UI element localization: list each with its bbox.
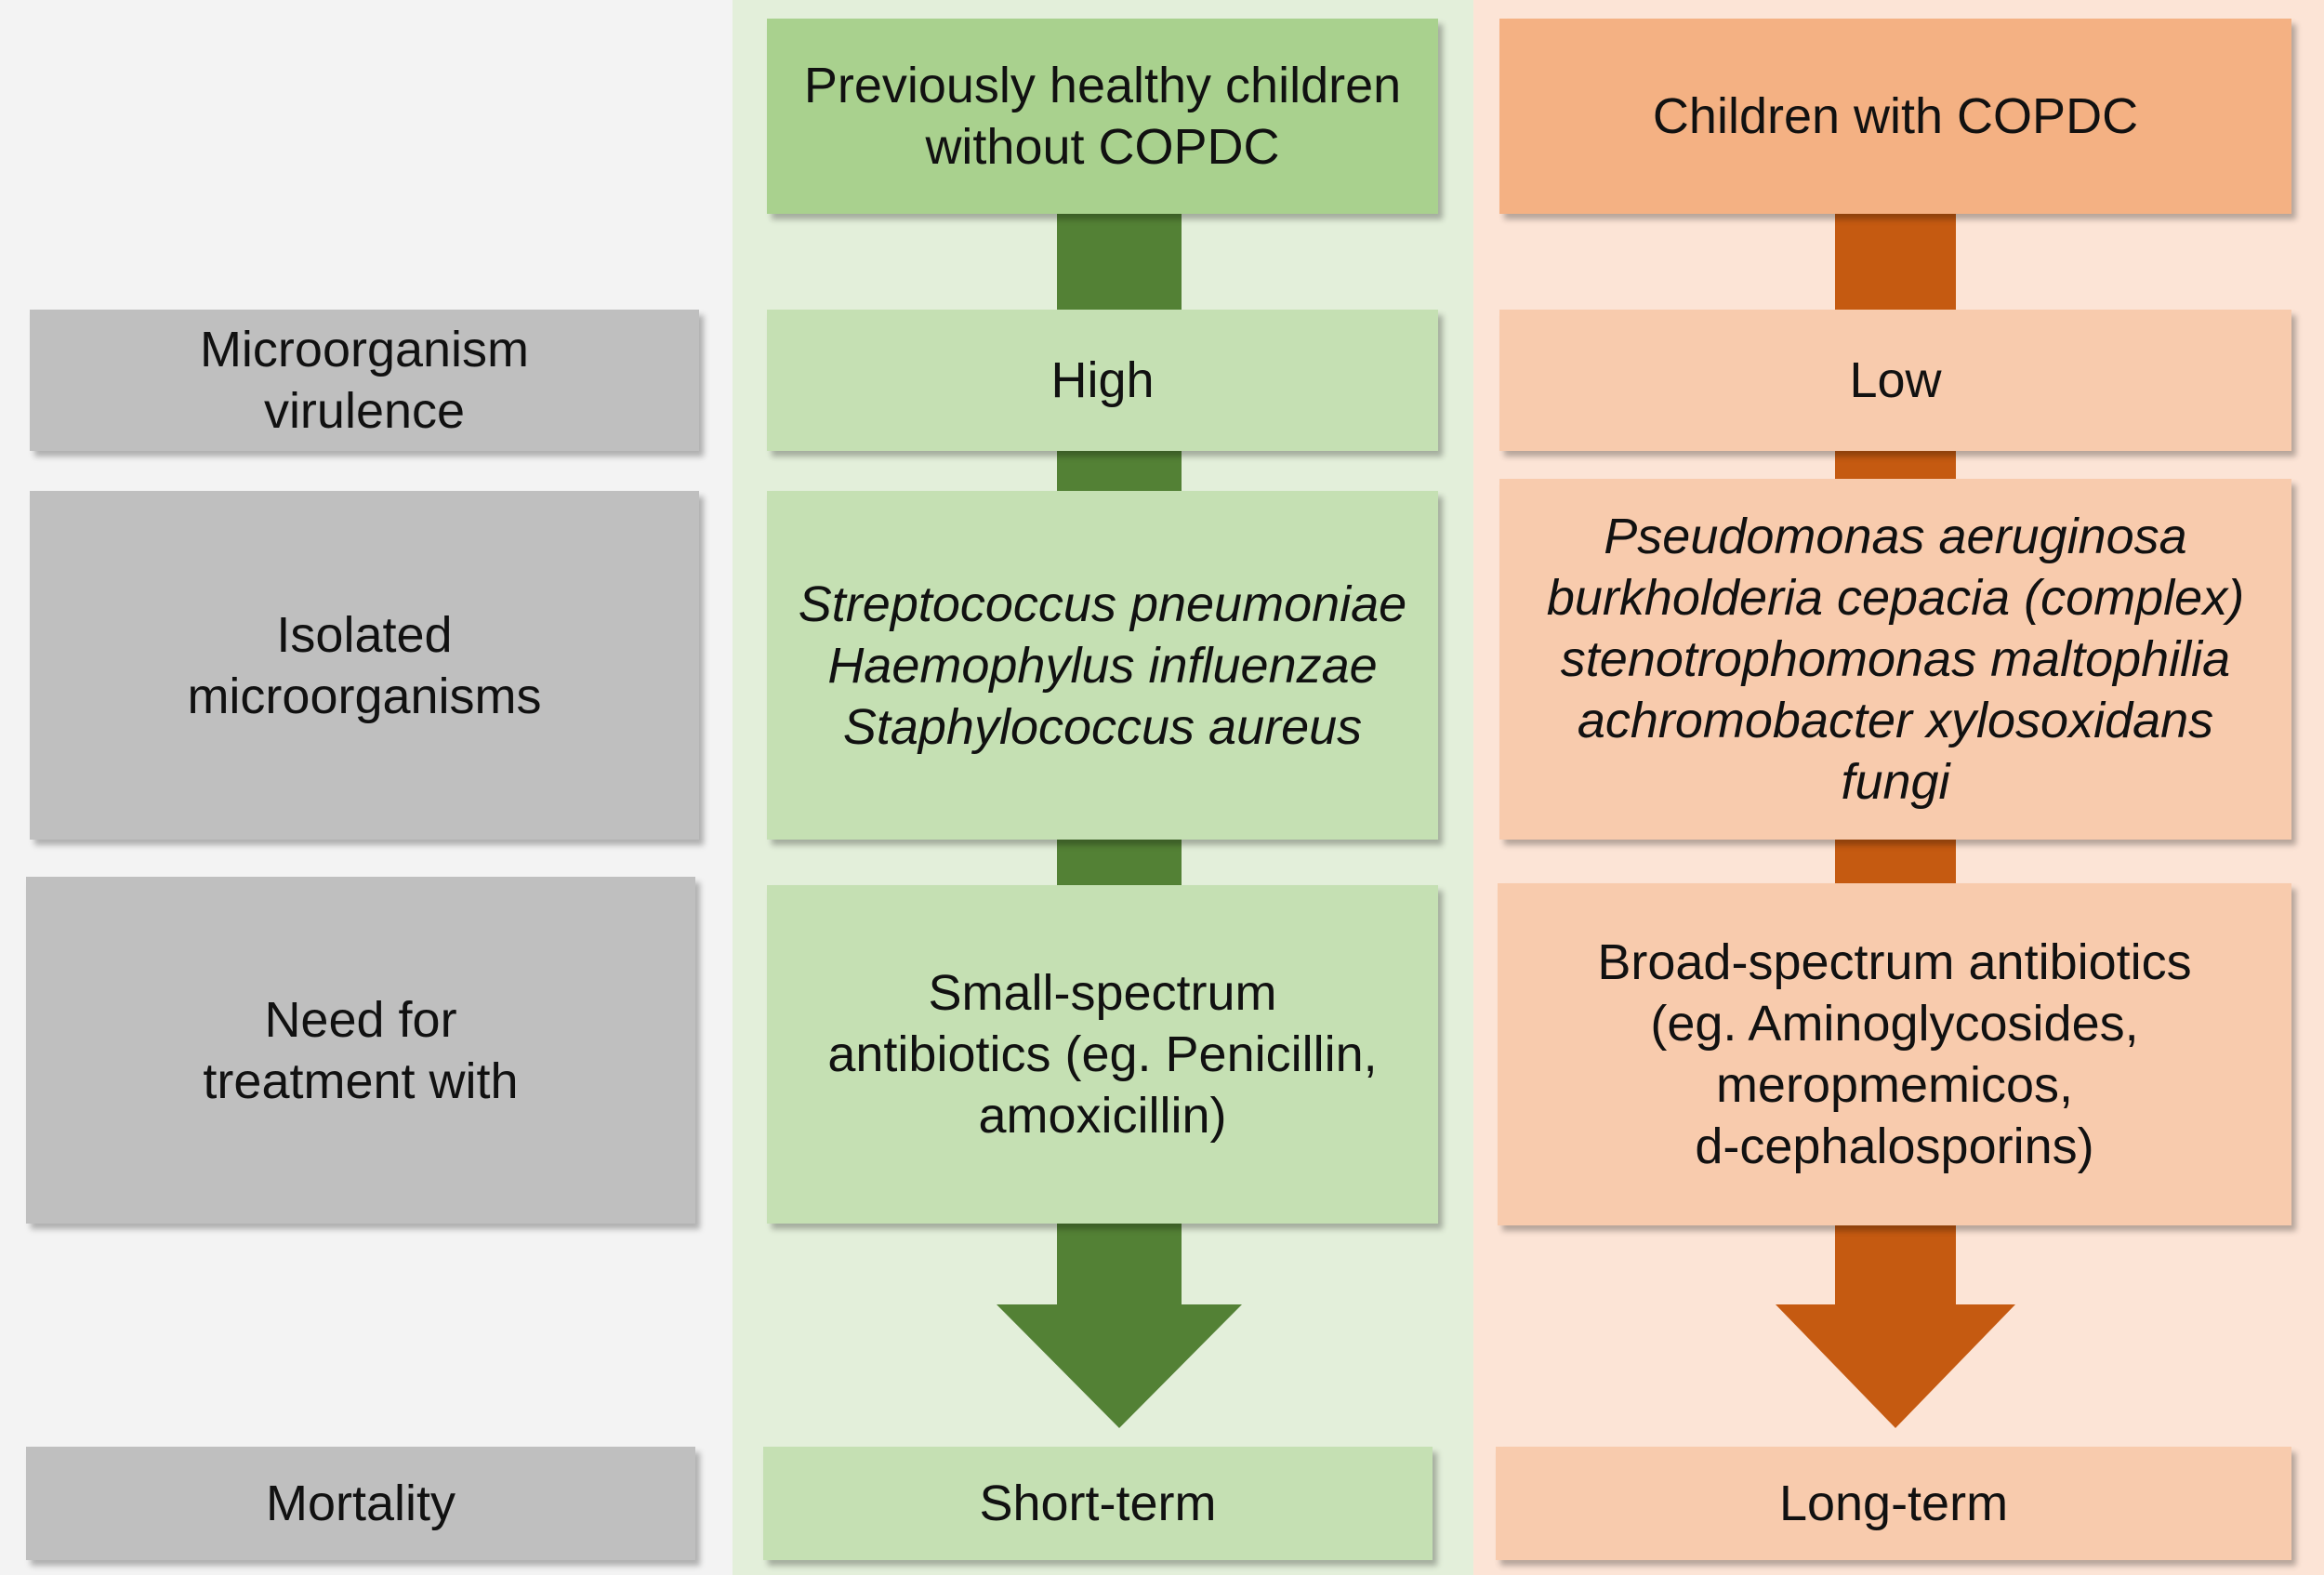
row-label-treatment-line: Need for: [264, 991, 457, 1048]
row-label-isolated-microorganisms-line: microorganisms: [187, 668, 542, 724]
copdc-virulence-cell-line: Low: [1849, 352, 1942, 408]
copdc-mortality-cell: Long-term: [1496, 1447, 2291, 1560]
row-label-virulence-line: Microorganism: [199, 322, 530, 377]
row-label-isolated-microorganisms-line: Isolated: [276, 606, 453, 663]
copdc-mortality-cell-line: Long-term: [1778, 1476, 2009, 1531]
row-label-virulence: Microorganism virulence: [30, 310, 699, 451]
healthy-isolated-cell-line: Haemophylus influenzae: [827, 637, 1378, 694]
copdc-connector-1: [1835, 209, 1956, 311]
copdc-down-arrow: [1776, 1218, 2015, 1428]
healthy-mortality-cell-line: Short-term: [979, 1476, 1217, 1531]
healthy-column-header-line: without COPDC: [925, 119, 1280, 175]
healthy-mortality-cell: Short-term: [763, 1447, 1433, 1560]
healthy-connector-3: [1057, 832, 1182, 888]
healthy-column-header-line: Previously healthy children: [803, 58, 1402, 113]
healthy-treatment-cell-line: amoxicillin): [978, 1088, 1227, 1144]
copdc-connector-3: [1835, 832, 1956, 888]
copdc-connector-2: [1835, 446, 1956, 483]
copdc-isolated-cell-line: burkholderia cepacia (complex): [1546, 570, 2245, 626]
healthy-isolated-cell-line: Staphylococcus aureus: [842, 698, 1363, 755]
healthy-treatment-cell-line: antibiotics (eg. Penicillin,: [827, 1026, 1378, 1082]
copdc-column-header: Children with COPDC: [1499, 19, 2291, 214]
copdc-isolated-cell-line: fungi: [1841, 754, 1950, 810]
copdc-isolated-cell: Pseudomonas aeruginosa burkholderia cepac…: [1499, 479, 2291, 840]
healthy-connector-1: [1057, 209, 1182, 311]
copdc-treatment-cell-line: meropmemicos,: [1715, 1057, 2074, 1113]
healthy-down-arrow: [997, 1218, 1242, 1428]
copdc-treatment-cell-line: d-cephalosporins): [1695, 1118, 2094, 1174]
copdc-isolated-cell-line: achromobacter xylosoxidans: [1577, 693, 2214, 748]
healthy-connector-2: [1057, 446, 1182, 493]
copdc-column-header-line: Children with COPDC: [1652, 88, 2139, 144]
row-label-treatment-line: treatment with: [203, 1052, 519, 1109]
copdc-isolated-cell-line: stenotrophomonas maltophilia: [1560, 631, 2231, 687]
healthy-isolated-cell-line: Streptococcus pneumoniae: [798, 576, 1407, 632]
row-label-mortality: Mortality: [26, 1447, 695, 1560]
copdc-treatment-cell-line: Broad-spectrum antibiotics: [1597, 934, 2192, 990]
row-label-mortality-line: Mortality: [265, 1476, 456, 1531]
row-label-virulence-line: virulence: [263, 383, 466, 439]
copdc-virulence-cell: Low: [1499, 310, 2291, 451]
healthy-column-header: Previously healthy children without COPDC: [767, 19, 1438, 214]
healthy-treatment-cell-line: Small-spectrum: [928, 965, 1277, 1021]
copdc-treatment-cell-line: (eg. Aminoglycosides,: [1650, 996, 2139, 1052]
healthy-virulence-cell-line: High: [1050, 352, 1155, 408]
healthy-virulence-cell: High: [767, 310, 1438, 451]
copdc-treatment-cell: Broad-spectrum antibiotics (eg. Aminoglyc…: [1498, 883, 2291, 1225]
copdc-isolated-cell-line: Pseudomonas aeruginosa: [1604, 509, 2187, 564]
